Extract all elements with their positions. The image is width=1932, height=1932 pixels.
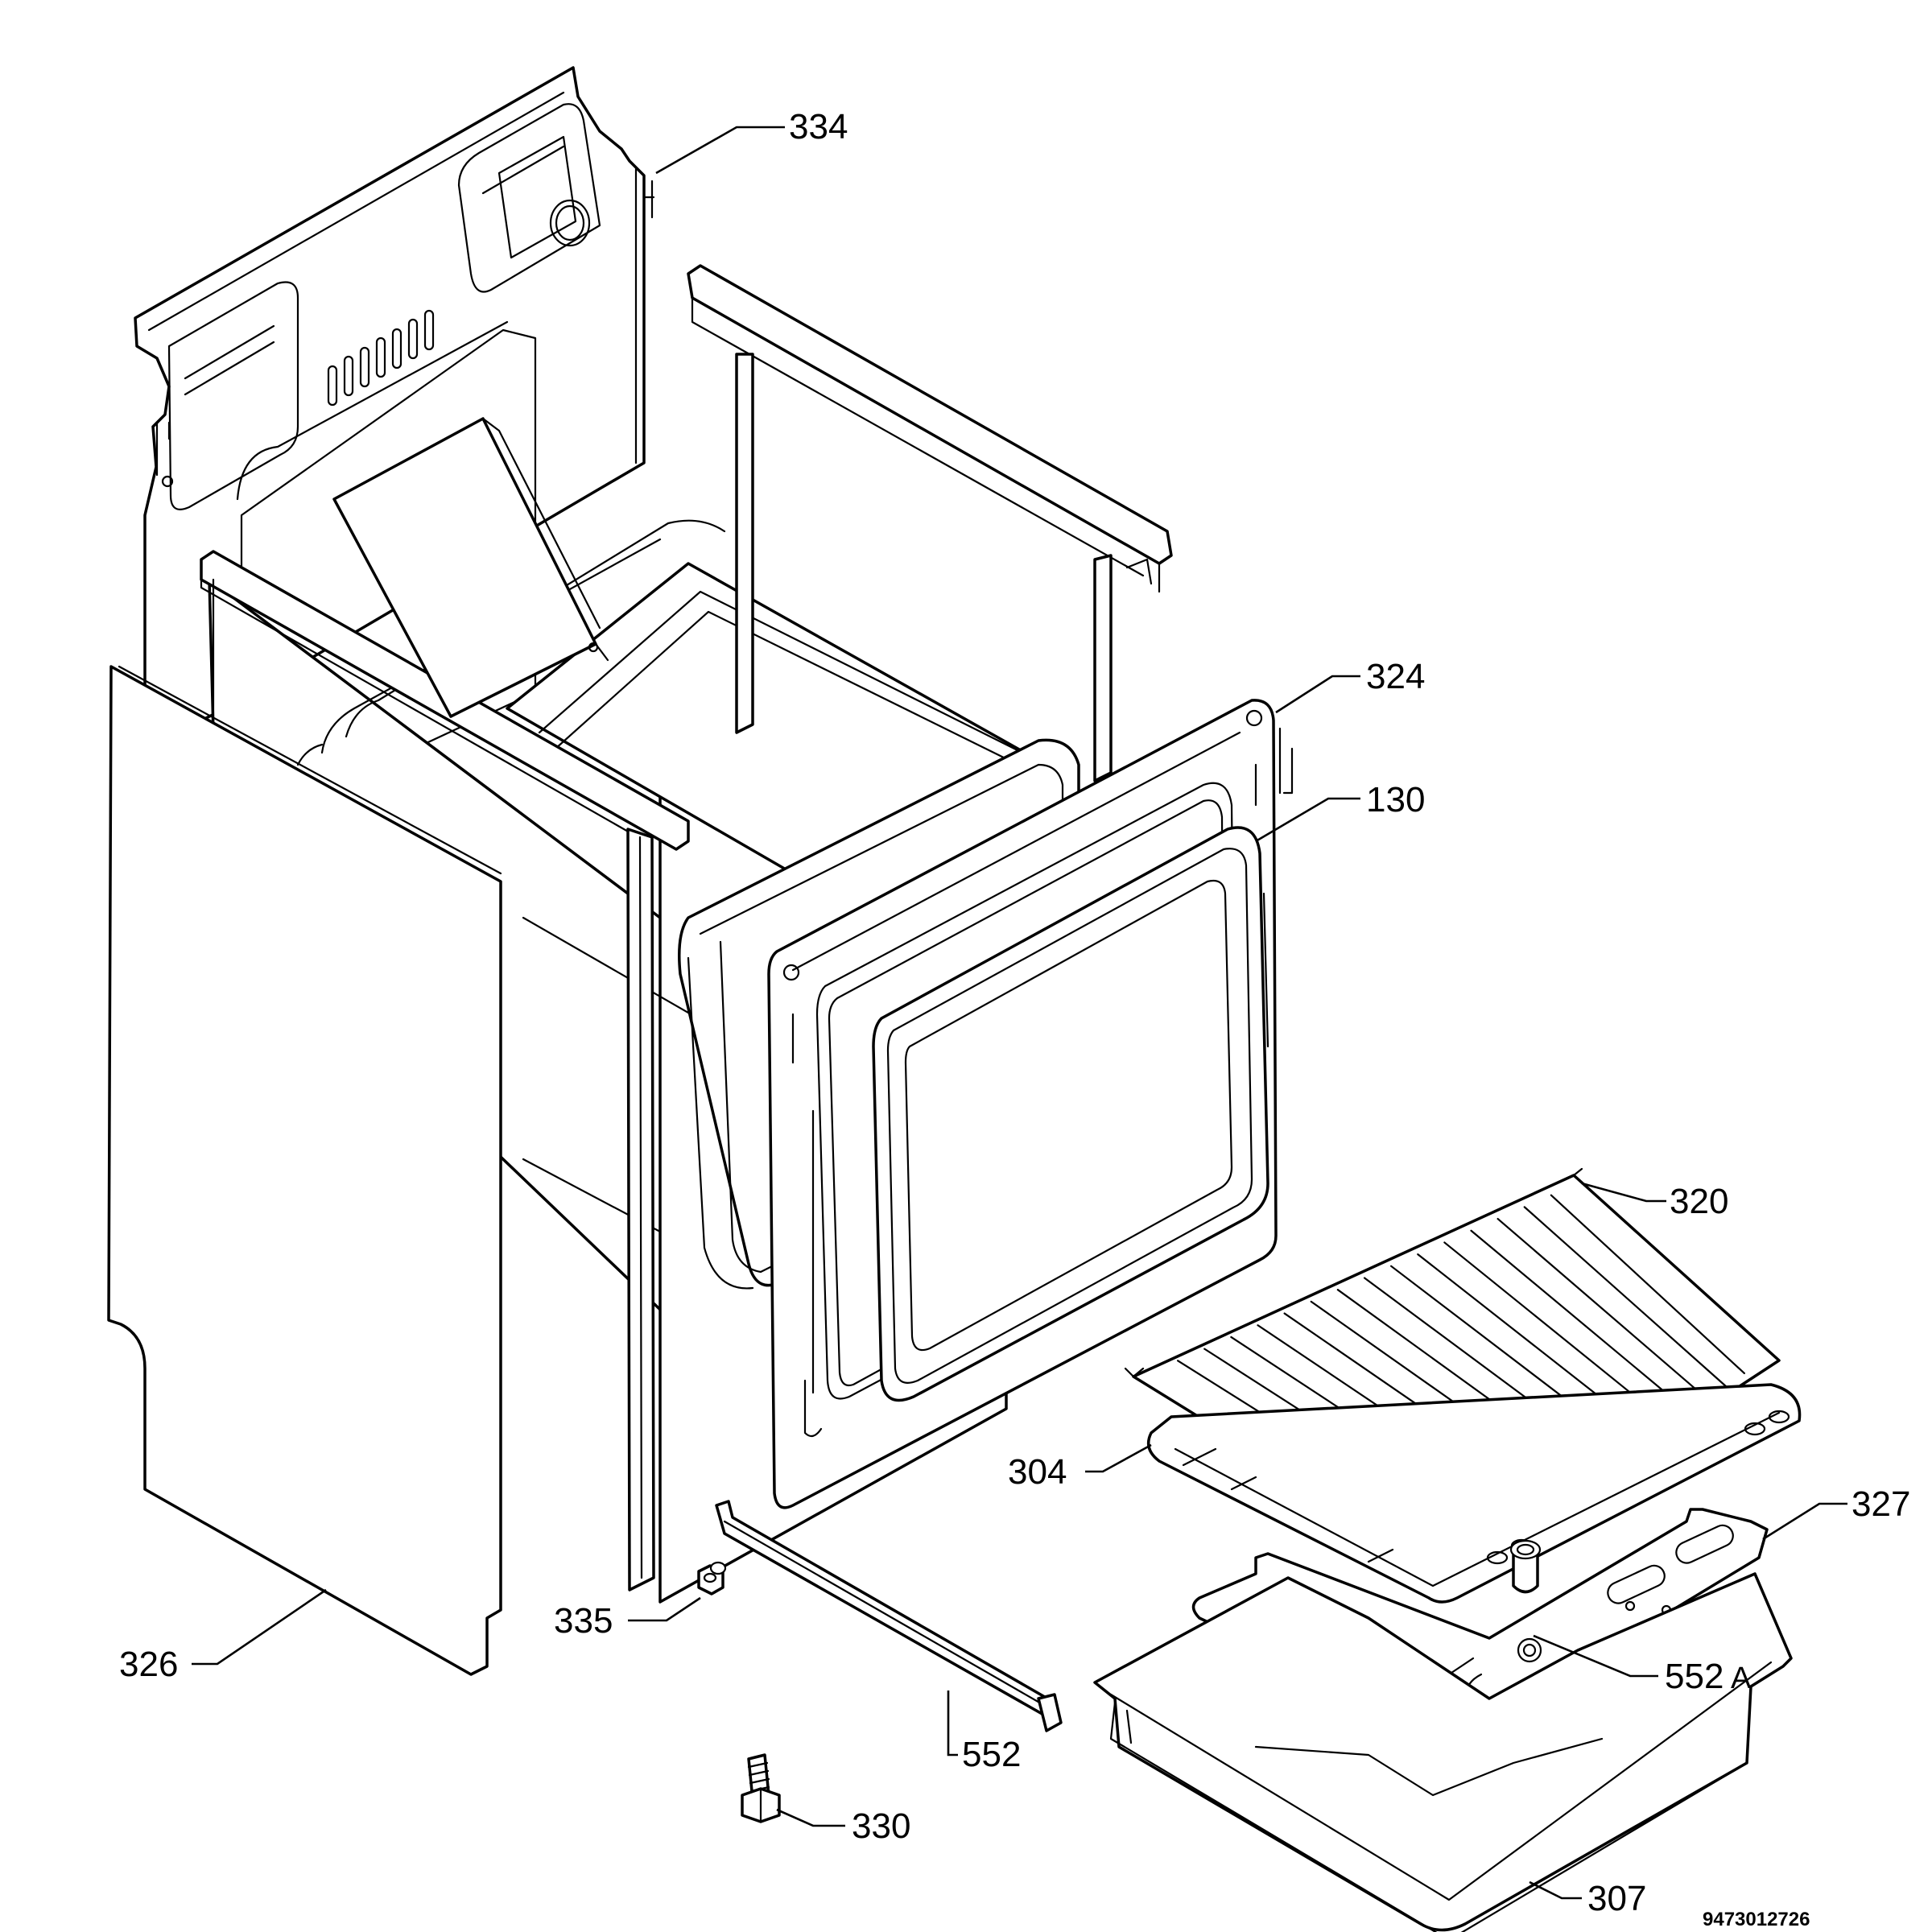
nut-335 [697,1561,727,1596]
bolt-330 [741,1753,781,1823]
label-335: 335 [554,1601,613,1641]
rack-bar [1496,1217,1708,1400]
label-326: 326 [119,1645,178,1684]
label-324: 324 [1366,657,1425,696]
rack-bar [1550,1194,1745,1375]
label-307: 307 [1587,1879,1646,1918]
callout-labels: 334 324 130 320 304 327 552 A 335 326 55… [119,107,1910,1930]
rack-bar [1523,1206,1727,1387]
label-304: 304 [1008,1452,1067,1492]
grill-pan-304 [1146,1383,1802,1604]
label-130: 130 [1366,780,1425,819]
label-320: 320 [1670,1182,1728,1221]
clip-552a [1509,1539,1542,1594]
label-334: 334 [789,107,848,147]
rail-552 [715,1500,1063,1732]
label-552: 552 [962,1735,1021,1774]
door-seal-130 [872,826,1269,1402]
side-panel-326 [107,665,502,1676]
document-number: 9473012726 [1703,1909,1810,1930]
drip-tray-307 [1093,1572,1793,1932]
label-552a: 552 [1665,1657,1724,1696]
label-327: 327 [1852,1484,1910,1524]
label-330: 330 [852,1806,910,1846]
insulation-block [332,417,609,718]
rack-bar [1470,1229,1690,1413]
label-552a-suffix: A [1731,1662,1752,1695]
leader-lines [192,126,1847,1900]
